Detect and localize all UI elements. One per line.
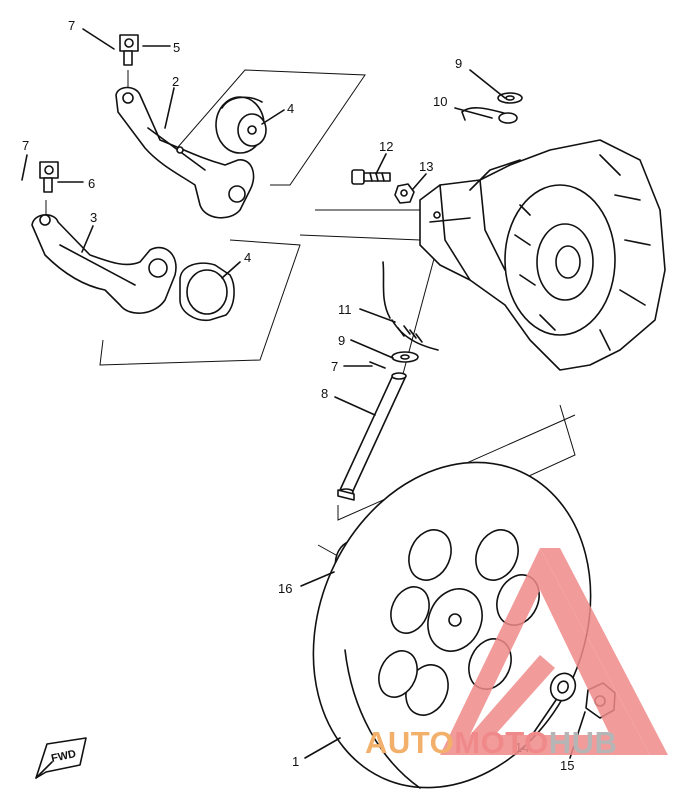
watermark-logo: AUTOMOTOHUB: [365, 548, 668, 760]
bolt-12: [351, 169, 391, 185]
transmission-housing: [419, 139, 666, 371]
callout-11: 11: [338, 302, 352, 317]
watermark-text: AUTOMOTOHUB: [365, 725, 617, 760]
lever-arm-2: [115, 86, 255, 219]
torsion-spring-11: [382, 261, 439, 351]
callout-16: 16: [278, 581, 292, 596]
callout-13: 13: [419, 159, 433, 174]
callout-4a: 4: [287, 101, 294, 116]
cotter-pin-7-lower: [369, 361, 386, 369]
callout-8: 8: [321, 386, 328, 401]
callout-4b: 4: [244, 250, 251, 265]
watermark-part-moto: MOTO: [454, 725, 548, 760]
roller-4-upper: [215, 96, 267, 154]
callout-15: 15: [560, 758, 574, 773]
clevis-block-5: [119, 34, 139, 66]
shaft-8: [337, 372, 407, 501]
watermark-triangle-icon: [440, 548, 668, 755]
clevis-block-6: [39, 161, 59, 193]
lever-arm-3: [31, 214, 177, 314]
fwd-direction-badge: FWD: [35, 737, 87, 779]
roller-4-lower: [179, 262, 235, 322]
callout-1: 1: [292, 754, 299, 769]
callout-6: 6: [88, 176, 95, 191]
spring-clip-10: [461, 107, 518, 124]
callout-7a: 7: [68, 18, 75, 33]
callout-2: 2: [172, 74, 179, 89]
callout-9a: 9: [455, 56, 462, 71]
washer-9-lower: [391, 351, 419, 363]
callout-3: 3: [90, 210, 97, 225]
callout-7b: 7: [22, 138, 29, 153]
nut-13: [394, 183, 415, 204]
fwd-label: FWD: [50, 748, 77, 765]
collar-14: [549, 672, 577, 702]
watermark-part-auto: AUTO: [365, 725, 454, 760]
callout-12: 12: [379, 139, 393, 154]
callout-5: 5: [173, 40, 180, 55]
callout-10: 10: [433, 94, 447, 109]
washer-9-upper: [497, 92, 523, 104]
watermark-part-hub: HUB: [549, 725, 618, 760]
callout-9b: 9: [338, 333, 345, 348]
callout-7c: 7: [331, 359, 338, 374]
